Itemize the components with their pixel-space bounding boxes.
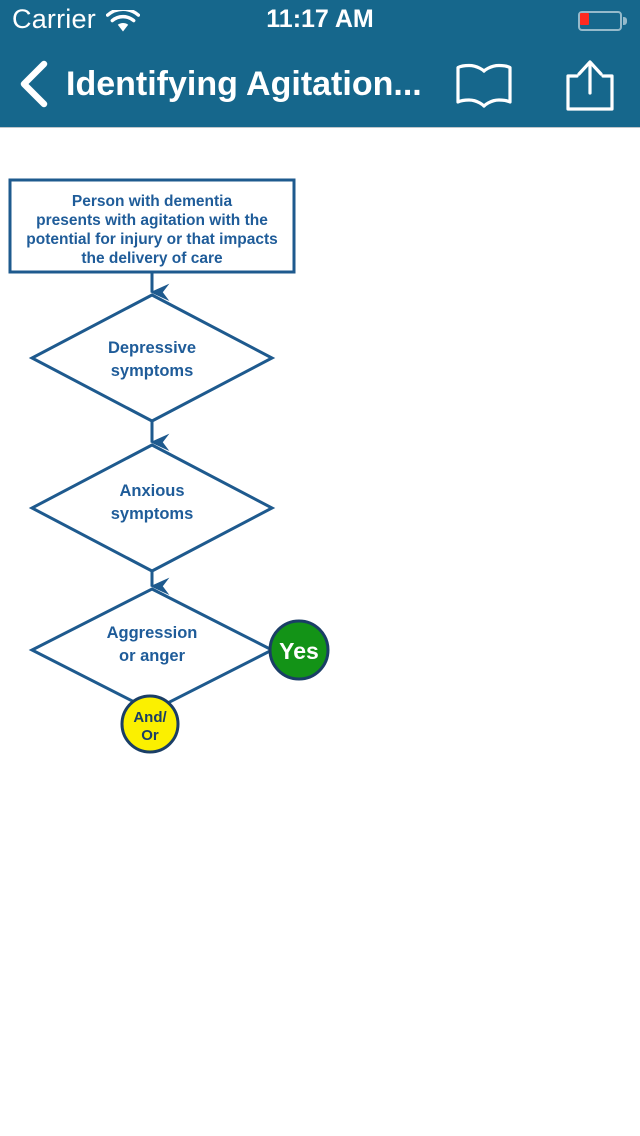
clock-label: 11:17 AM [266, 5, 374, 33]
flow-node-start-box[interactable]: Person with dementia presents with agita… [8, 178, 296, 274]
share-up-arrow-icon [566, 60, 614, 111]
flow-node-badge-yes[interactable]: Yes [268, 619, 330, 681]
flowchart-diagram: Person with dementia presents with agita… [8, 178, 330, 754]
decision-aggression-line-1: Aggression [107, 624, 198, 642]
bookmark-button[interactable] [452, 62, 516, 110]
start-box-line-3: potential for injury or that impacts [26, 231, 277, 248]
wifi-icon [105, 7, 141, 34]
battery-low-icon [578, 11, 628, 31]
flow-node-badge-andor[interactable]: And/ Or [120, 694, 180, 754]
battery-shell [578, 11, 622, 31]
start-box-line-1: Person with dementia [72, 193, 233, 210]
share-button[interactable] [562, 58, 618, 114]
decision-depressive-line-1: Depressive [108, 339, 196, 357]
flow-node-decision-depressive[interactable]: Depressive symptoms [28, 293, 276, 423]
flowchart-content[interactable]: Person with dementia presents with agita… [0, 129, 640, 1136]
flow-node-decision-anxious[interactable]: Anxious symptoms [28, 443, 276, 573]
flow-node-decision-aggression[interactable]: Aggression or anger [28, 587, 276, 713]
battery-cap [623, 17, 627, 25]
chevron-left-icon [20, 60, 48, 108]
carrier-label: Carrier [12, 4, 96, 34]
decision-anxious-line-2: symptoms [111, 505, 194, 523]
badge-andor-line-2: Or [141, 727, 159, 744]
open-book-icon [456, 63, 512, 108]
decision-anxious-line-1: Anxious [119, 482, 184, 500]
start-box-line-4: the delivery of care [81, 250, 223, 267]
battery-fill [580, 13, 589, 25]
status-bar: Carrier 11:17 AM [0, 0, 640, 40]
navigation-bar: Identifying Agitation... [0, 40, 640, 128]
badge-andor-line-1: And/ [133, 709, 167, 726]
badge-yes-label: Yes [279, 638, 319, 664]
back-button[interactable] [12, 58, 60, 110]
decision-aggression-line-2: or anger [119, 647, 186, 665]
start-box-line-2: presents with agitation with the [36, 212, 268, 229]
decision-depressive-line-2: symptoms [111, 362, 194, 380]
page-title: Identifying Agitation... [66, 65, 422, 103]
